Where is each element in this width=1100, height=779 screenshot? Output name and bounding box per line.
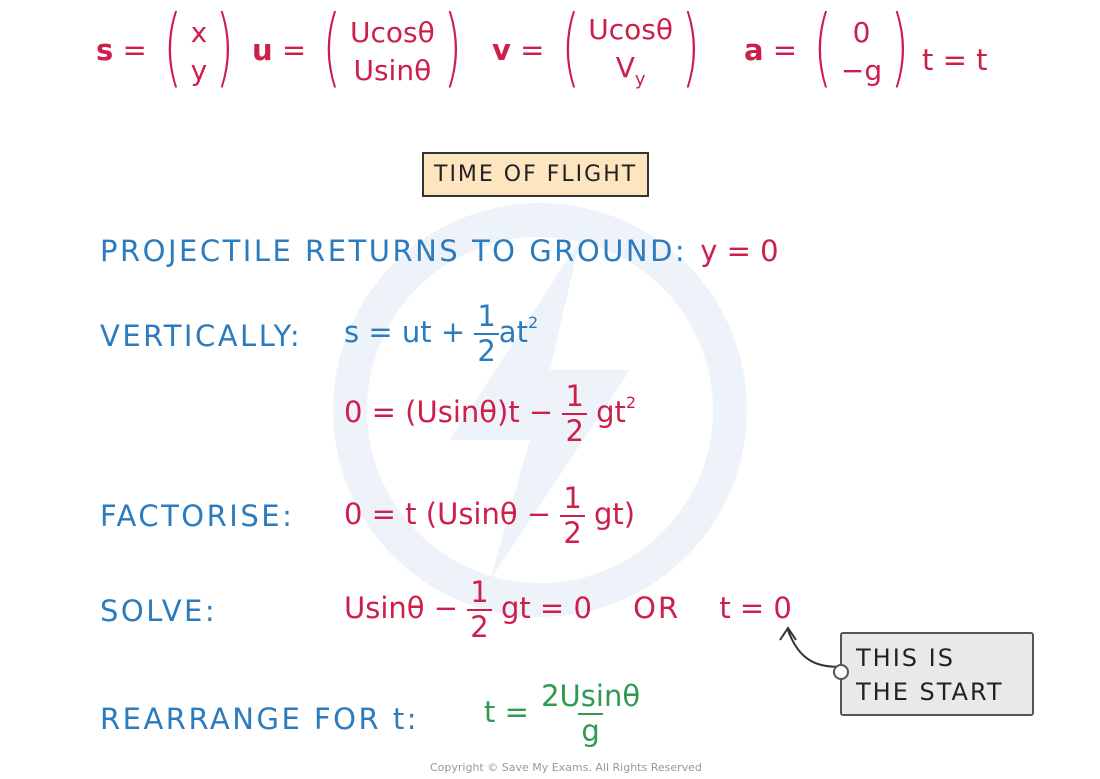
vector-s-equals: = [122,33,147,67]
vector-v-top: Ucosθ [588,12,673,46]
rearrange-label: REARRANGE FOR t: [100,702,419,736]
vector-s-name: s [96,33,114,67]
vector-s: s = ( x y ) [96,0,242,97]
vector-u: u = ( Ucosθ Usinθ ) [252,0,469,97]
factorise-label: FACTORISE: [100,499,295,533]
note-line-2: THE START [856,678,1004,706]
copyright-text: Copyright © Save My Exams. All Rights Re… [430,761,702,774]
time-equation: t = t [922,43,988,77]
vector-v: v = ( Ucosθ Vy ) [492,0,708,97]
vector-a: a = ( 0 −g ) [744,0,917,97]
vector-a-top: 0 [852,16,871,49]
solve-or: OR [633,591,681,625]
vector-s-column: ( x y ) [163,0,235,97]
vector-v-equals: = [520,33,545,67]
vector-a-column: ( 0 −g ) [813,0,910,97]
vector-a-equals: = [772,33,798,67]
vector-v-bottom: Vy [615,50,646,90]
watermark-logo-icon [333,203,747,617]
vector-a-bottom: −g [840,54,883,87]
note-callout: THIS IS THE START [833,632,1034,716]
projectile-equation: y = 0 [700,234,779,268]
projectile-label: PROJECTILE RETURNS TO GROUND: [100,234,688,268]
vector-u-name: u [252,33,273,67]
vector-a-name: a [744,33,764,67]
solve-alternative: t = 0 [719,591,792,625]
vector-s-top: x [190,16,208,49]
vector-s-bottom: y [190,54,208,87]
note-line-1: THIS IS [856,644,955,672]
vertically-label: VERTICALLY: [100,319,303,353]
vector-v-column: ( Ucosθ Vy ) [561,0,700,97]
vector-u-equals: = [281,33,307,67]
vector-v-name: v [492,33,511,67]
title-box: TIME OF FLIGHT [422,152,650,197]
vector-u-bottom: Usinθ [353,54,432,87]
vector-u-column: ( Ucosθ Usinθ ) [322,0,462,97]
projectile-line: PROJECTILE RETURNS TO GROUND: y = 0 [100,237,779,266]
vector-u-top: Ucosθ [349,16,435,49]
solve-label: SOLVE: [100,594,218,628]
